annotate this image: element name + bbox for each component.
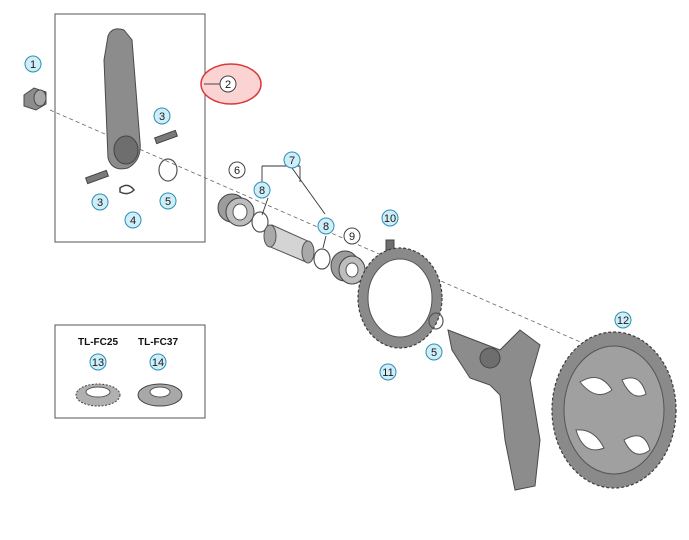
right-crank-arm-part: [447, 329, 541, 491]
right-adapter-cup-part: [330, 250, 366, 285]
callout-12-label: 12: [617, 315, 629, 327]
callout-13-label: 13: [92, 357, 104, 369]
spacer-ring-right: [313, 248, 331, 270]
callout-3-upper[interactable]: 3: [153, 107, 171, 125]
callout-4[interactable]: 4: [124, 211, 142, 229]
crank-fixing-bolt-upper: [153, 129, 179, 145]
callout-4-label: 4: [130, 215, 136, 227]
callout-12[interactable]: 12: [614, 311, 632, 329]
callout-3-lower[interactable]: 3: [91, 193, 109, 211]
tool-tl-fc37-illustration: [137, 383, 183, 407]
crank-arm-inset-box: [54, 13, 206, 243]
tool-inset-box: [54, 324, 206, 419]
inner-chainring-part: [357, 247, 443, 349]
left-adapter-cup-part: [217, 193, 255, 227]
tool-label-tl-fc25: TL-FC25: [78, 337, 118, 348]
callout-8-left-label: 8: [259, 185, 265, 197]
o-ring-part-left: [158, 158, 178, 182]
callout-2-highlighted[interactable]: 2: [200, 63, 262, 105]
inner-cover-part: [263, 224, 315, 264]
callout-8-right[interactable]: 8: [317, 217, 335, 235]
callout-14[interactable]: 14: [149, 353, 167, 371]
callout-7-label: 7: [289, 155, 295, 167]
callout-9[interactable]: 9: [343, 227, 361, 245]
callout-14-label: 14: [152, 357, 164, 369]
callout-5-right-label: 5: [431, 347, 437, 359]
callout-9-label: 9: [349, 231, 355, 243]
callout-13[interactable]: 13: [89, 353, 107, 371]
callout-8-right-label: 8: [323, 221, 329, 233]
tool-tl-fc25-illustration: [75, 383, 121, 407]
callout-2-label: 2: [225, 79, 231, 91]
callout-3-upper-label: 3: [159, 111, 165, 123]
callout-8-left[interactable]: 8: [253, 181, 271, 199]
callout-10[interactable]: 10: [381, 209, 399, 227]
callout-7[interactable]: 7: [283, 151, 301, 169]
spacer-ring-left: [251, 211, 269, 233]
callout-11[interactable]: 11: [379, 363, 397, 381]
callout-10-label: 10: [384, 213, 396, 225]
chainring-bolt-part: [385, 239, 395, 251]
crank-cap-bolt-part: [23, 87, 47, 111]
callout-11-label: 11: [382, 367, 393, 379]
axis-line: [49, 109, 611, 356]
callout-1[interactable]: 1: [24, 55, 42, 73]
callout-5-right[interactable]: 5: [425, 343, 443, 361]
callout-6[interactable]: 6: [228, 161, 246, 179]
callout-6-label: 6: [234, 165, 240, 177]
o-ring-part-right: [428, 312, 444, 330]
crank-fixing-bolt-lower: [84, 169, 110, 185]
callout-5-left[interactable]: 5: [159, 192, 177, 210]
callout-3-lower-label: 3: [97, 197, 103, 209]
callout-1-label: 1: [30, 59, 36, 71]
outer-chainring-part: [551, 331, 677, 489]
tool-label-tl-fc37: TL-FC37: [138, 337, 178, 348]
callout-5-left-label: 5: [165, 196, 171, 208]
stopper-plate-part: [119, 184, 135, 195]
left-crank-arm-part: [103, 28, 141, 170]
